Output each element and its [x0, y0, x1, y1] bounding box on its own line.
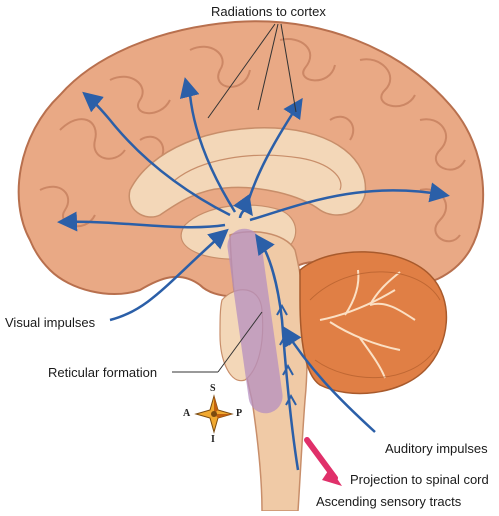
label-radiations: Radiations to cortex: [211, 4, 326, 19]
label-reticular: Reticular formation: [48, 365, 158, 380]
compass-anterior: A: [183, 408, 191, 419]
label-auditory: Auditory impulses: [385, 441, 488, 456]
visual-pathway: [109, 228, 229, 322]
corpus-callosum: [128, 127, 367, 218]
arbor-vitae: [319, 269, 416, 379]
ascending-tract: [255, 233, 300, 471]
compass-icon: [194, 394, 234, 434]
radiation-pathways: [57, 77, 450, 232]
cerebellum: [299, 251, 448, 395]
compass-posterior: P: [236, 408, 243, 419]
label-visual: Visual impulses: [5, 315, 96, 330]
compass-superior: S: [210, 383, 216, 394]
auditory-pathway: [282, 325, 376, 433]
label-projection: Projection to spinal cord: [350, 472, 489, 487]
compass-inferior: I: [211, 434, 215, 445]
label-ascending: Ascending sensory tracts: [316, 494, 462, 509]
leader-lines: [172, 23, 297, 373]
